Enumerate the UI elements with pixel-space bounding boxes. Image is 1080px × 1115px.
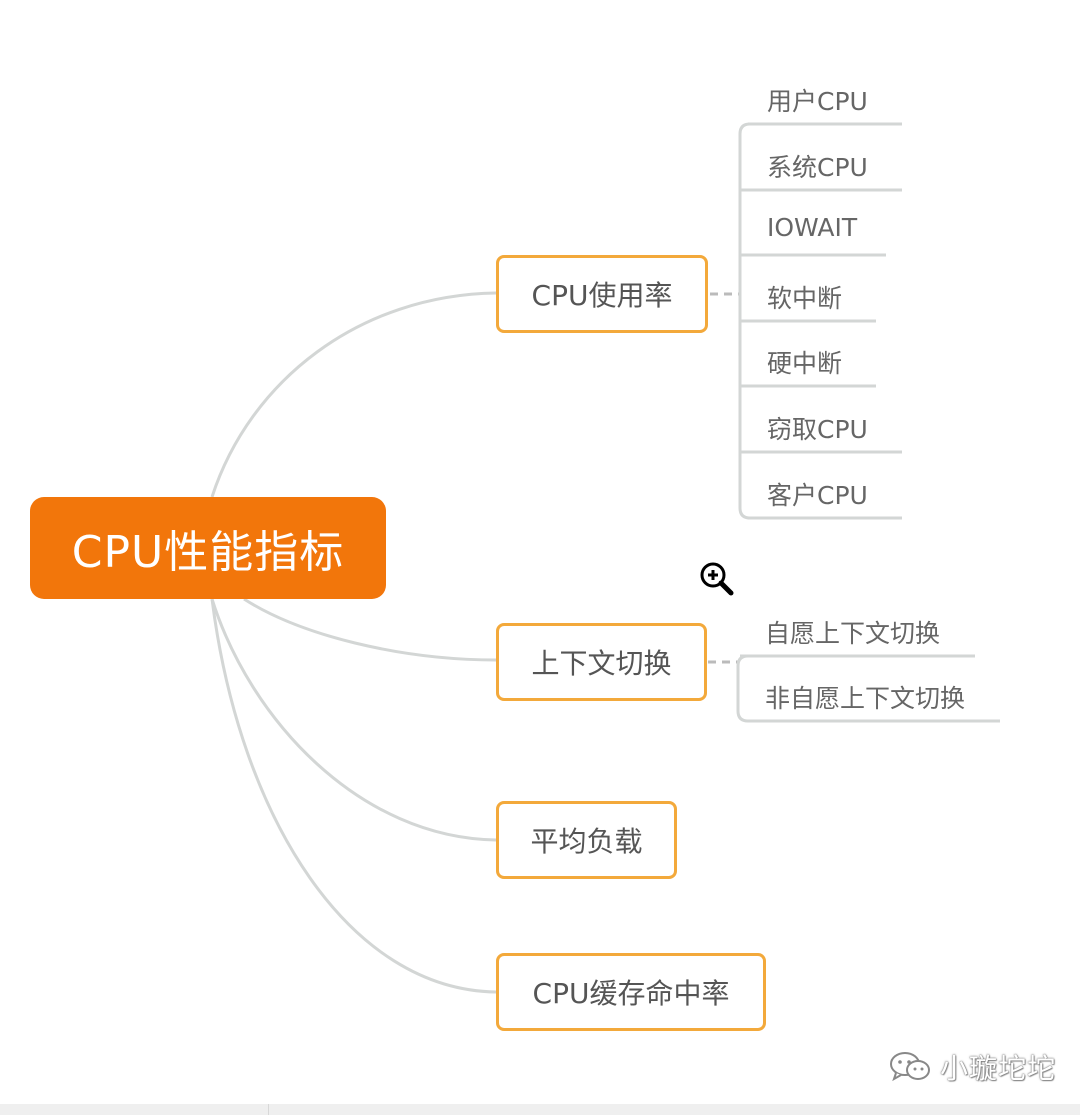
leaf-voluntary-cs[interactable]: 自愿上下文切换 xyxy=(765,619,941,648)
branch-label: CPU缓存命中率 xyxy=(532,977,730,1010)
leaf-steal-cpu[interactable]: 窃取CPU xyxy=(767,415,868,444)
leaf-user-cpu[interactable]: 用户CPU xyxy=(767,87,868,116)
branch-cache-hit[interactable]: CPU缓存命中率 xyxy=(496,953,766,1031)
branch-cpu-usage[interactable]: CPU使用率 xyxy=(496,255,708,333)
leaf-guest-cpu[interactable]: 客户CPU xyxy=(767,481,868,510)
zoom-in-icon xyxy=(700,562,734,596)
watermark-text: 小璇坨坨 xyxy=(940,1052,1057,1085)
leaf-hardirq[interactable]: 硬中断 xyxy=(767,349,843,378)
bottom-strip xyxy=(0,1104,1080,1115)
connector-root-cache-hit xyxy=(210,598,497,994)
connector-root-load-average xyxy=(210,598,497,842)
root-label: CPU性能指标 xyxy=(71,527,345,578)
root-node[interactable]: CPU性能指标 xyxy=(30,497,386,599)
leaf-iowait[interactable]: IOWAIT xyxy=(767,213,858,242)
leaf-softirq[interactable]: 软中断 xyxy=(767,284,843,313)
leaf-involuntary-cs[interactable]: 非自愿上下文切换 xyxy=(765,684,966,713)
connector-root-context-switch xyxy=(243,597,497,662)
bracket-context-switch xyxy=(736,654,749,723)
leaf-system-cpu[interactable]: 系统CPU xyxy=(767,153,868,182)
watermark: 小璇坨坨 xyxy=(888,1047,1056,1087)
branch-context-switch[interactable]: 上下文切换 xyxy=(496,623,707,701)
branch-load-average[interactable]: 平均负载 xyxy=(496,801,677,879)
branch-label: 上下文切换 xyxy=(531,647,672,680)
bottom-divider xyxy=(268,1104,269,1115)
connector-root-cpu-usage xyxy=(210,291,497,498)
branch-label: 平均负载 xyxy=(530,825,643,858)
wechat-icon xyxy=(890,1052,930,1082)
branch-label: CPU使用率 xyxy=(531,279,673,312)
